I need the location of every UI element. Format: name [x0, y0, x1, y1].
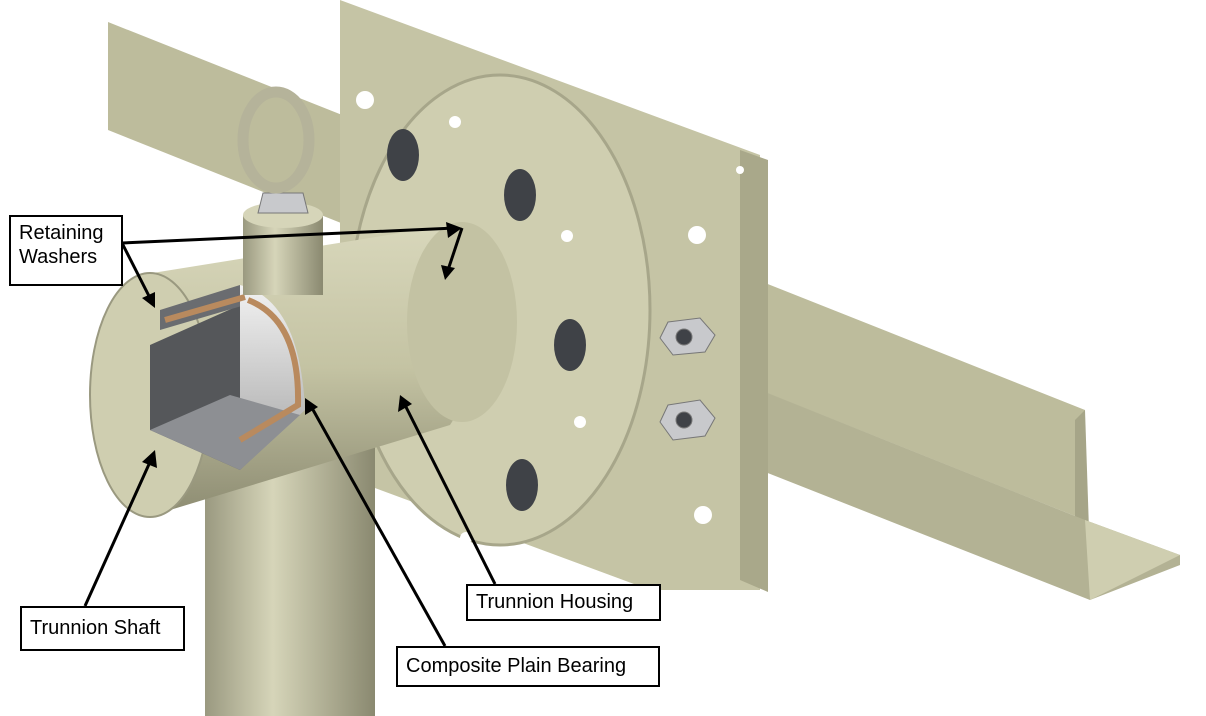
- leader-composite-bearing: [310, 407, 447, 647]
- label-trunnion-housing: Trunnion Housing: [466, 584, 661, 621]
- eye-bolt: [237, 86, 323, 295]
- leader-retaining-washers-top: [121, 226, 456, 245]
- leader-lines: [83, 222, 497, 647]
- leader-trunnion-housing: [403, 404, 497, 585]
- bolt-nuts: [659, 317, 716, 441]
- trunnion-housing: [89, 222, 517, 518]
- label-retaining-washers: Retaining Washers: [9, 215, 123, 286]
- label-retaining-washers-line2: Washers: [19, 246, 98, 268]
- leader-trunnion-shaft: [83, 461, 152, 607]
- label-composite-plain-bearing: Composite Plain Bearing: [396, 646, 660, 687]
- label-trunnion-shaft: Trunnion Shaft: [20, 606, 185, 651]
- leader-retaining-washers-left: [120, 242, 152, 299]
- label-retaining-washers-line1: Retaining: [19, 222, 104, 244]
